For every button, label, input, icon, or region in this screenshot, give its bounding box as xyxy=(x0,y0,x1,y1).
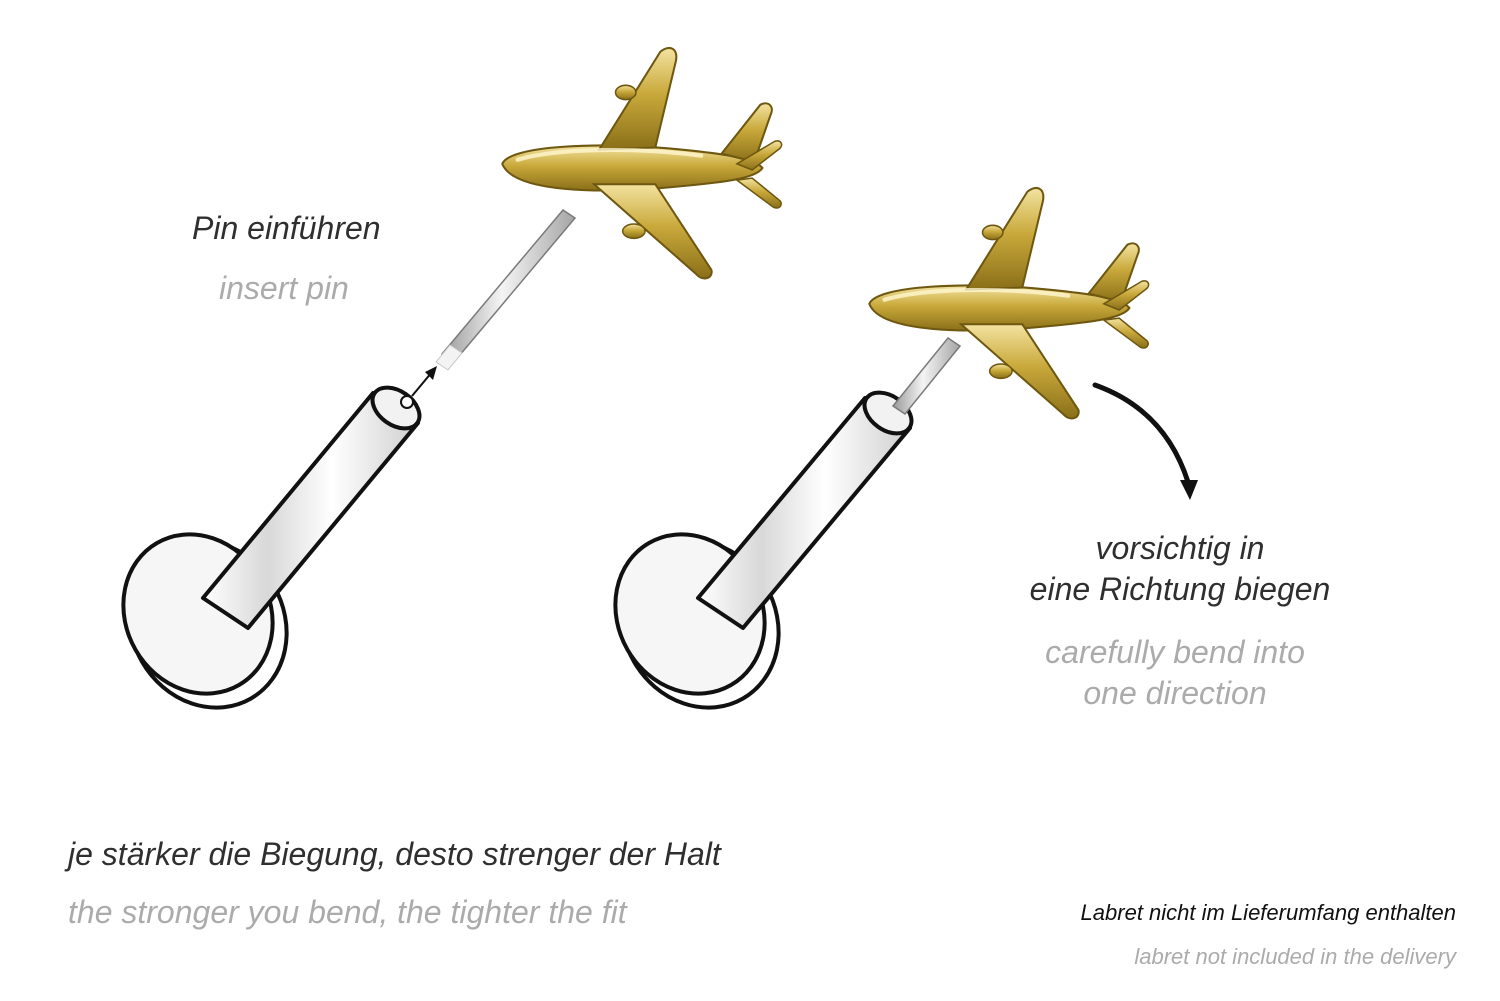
step-insert-label-en: insert pin xyxy=(219,270,349,306)
step-bend-en-line2: one direction xyxy=(1083,675,1267,711)
labret-base-left xyxy=(121,385,422,710)
curved-arrow-icon xyxy=(1092,382,1198,500)
tip-text-en: the stronger you bend, the tighter the f… xyxy=(68,894,627,930)
insert-arrow xyxy=(411,366,437,397)
delivery-note-de: Labret nicht im Lieferumfang enthalten xyxy=(1080,900,1456,925)
step-bend-label-en: carefully bend into one direction xyxy=(1000,632,1350,714)
step-bend-de-line2: eine Richtung biegen xyxy=(1029,571,1331,607)
pin-left xyxy=(435,209,577,371)
labret-stem xyxy=(696,396,912,630)
labret-hole xyxy=(400,395,414,409)
delivery-note-en: labret not included in the delivery xyxy=(1134,944,1456,969)
step-bend-en-line1: carefully bend into xyxy=(1045,634,1305,670)
step-insert-label-de: Pin einführen xyxy=(192,210,381,246)
step-bend-label-de: vorsichtig in eine Richtung biegen xyxy=(1000,528,1360,610)
tip-text-de: je stärker die Biegung, desto strenger d… xyxy=(68,836,721,872)
pin-right xyxy=(891,336,962,416)
labret-base-right xyxy=(613,390,914,710)
step-bend-de-line1: vorsichtig in xyxy=(1095,530,1265,566)
labret-stem xyxy=(201,391,420,630)
